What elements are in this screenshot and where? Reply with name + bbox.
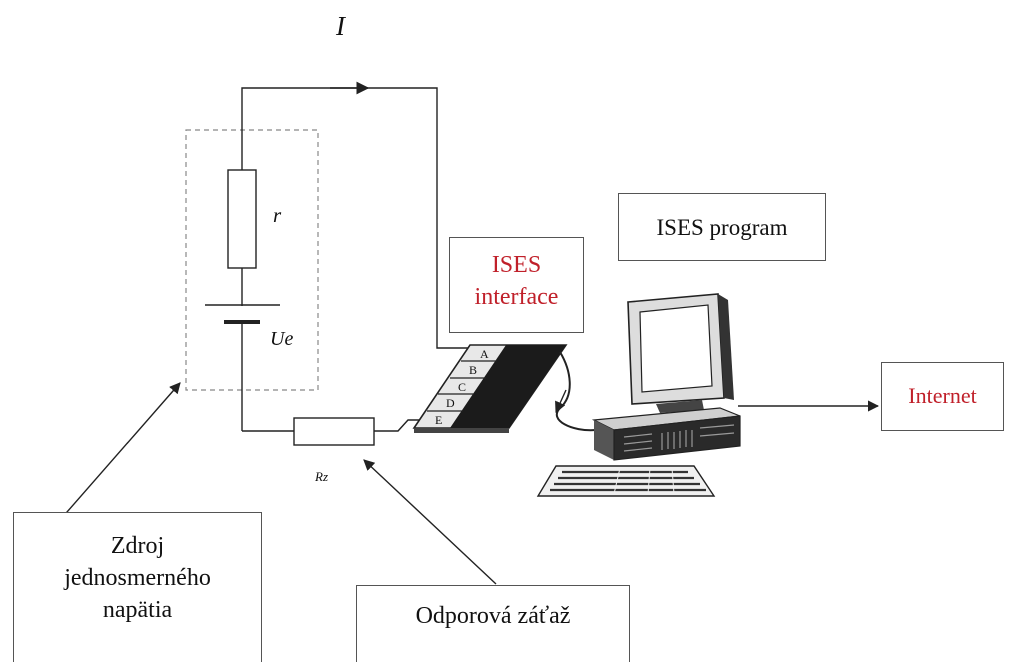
load-description-box: Odporová záťaž	[356, 585, 630, 662]
ises-interface-title: ISES	[491, 252, 542, 278]
source-description-line3: napätia	[102, 597, 173, 623]
load-resistor	[293, 417, 375, 446]
source-description-box: Zdroj jednosmerného napätia	[13, 512, 262, 662]
internet-box: Internet	[881, 362, 1004, 431]
resistor-r	[227, 169, 257, 269]
source-voltage-label: Ue	[270, 328, 294, 350]
resistor-r-label: r	[273, 203, 282, 227]
interface-slot-a: A	[480, 347, 489, 361]
source-callout-arrow	[59, 382, 181, 521]
internet-label: Internet	[908, 383, 977, 408]
current-label: I	[336, 11, 345, 41]
interface-slot-c: C	[458, 380, 467, 394]
interface-slot-d: D	[446, 396, 455, 410]
ises-program-box: ISES program	[618, 193, 826, 261]
interface-cable	[555, 351, 597, 432]
source-description-line1: Zdroj	[110, 533, 165, 559]
source-enclosure	[185, 129, 319, 391]
circuit-wires	[241, 87, 470, 432]
computer-icon	[536, 293, 741, 497]
source-description-line2: jednosmerného	[64, 565, 211, 591]
interface-slot-b: B	[469, 363, 478, 377]
load-resistor-label: Rz	[315, 469, 328, 484]
cable-arrow	[555, 389, 567, 414]
ises-interface-box: ISES interface	[449, 237, 584, 333]
ises-interface-subtitle: interface	[474, 284, 559, 310]
load-description-label: Odporová záťaž	[415, 603, 571, 629]
interface-panel	[412, 344, 568, 433]
interface-slot-e: E	[435, 413, 443, 427]
ises-program-label: ISES program	[656, 215, 788, 240]
load-callout-arrow	[363, 459, 497, 585]
